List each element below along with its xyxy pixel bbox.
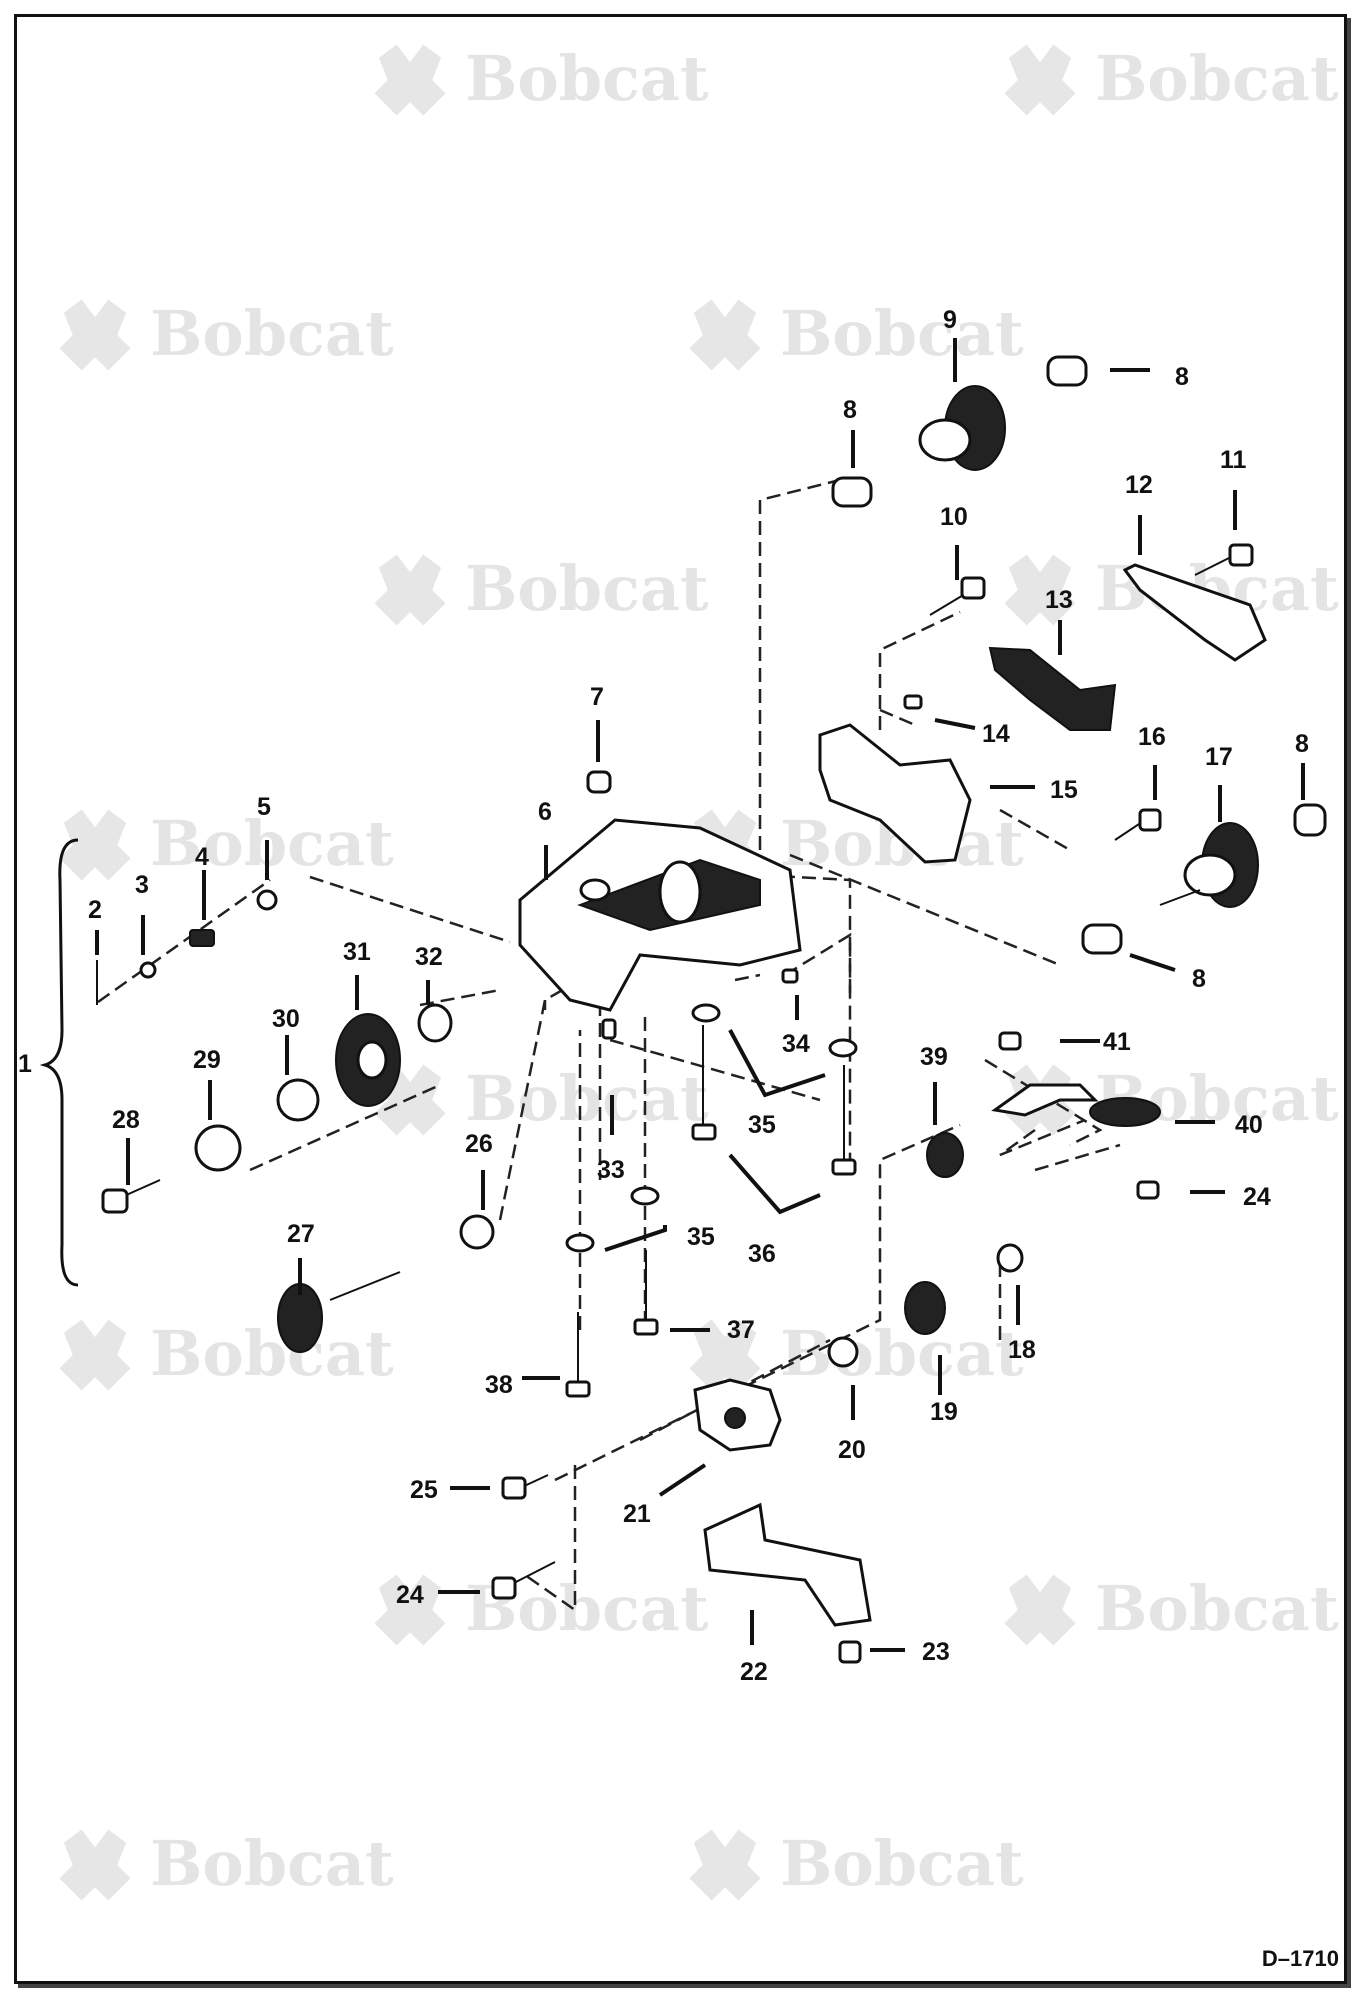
watermark-text: Bobcat (465, 42, 709, 115)
callout-7: 7 (590, 683, 604, 711)
callout-25: 25 (410, 1476, 438, 1504)
callout-20: 20 (838, 1436, 866, 1464)
callout-23: 23 (922, 1638, 950, 1666)
bolt-28 (101, 1179, 161, 1214)
watermark-text: Bobcat (150, 807, 394, 880)
callout-37: 37 (727, 1316, 755, 1344)
assembly-bracket (39, 838, 79, 1287)
callout-12: 12 (1125, 471, 1153, 499)
callout-10: 10 (940, 503, 968, 531)
callout-26: 26 (465, 1130, 493, 1158)
watermark-text: Bobcat (150, 1317, 394, 1390)
callout-39: 39 (920, 1043, 948, 1071)
callout-32: 32 (415, 943, 443, 971)
callout-31: 31 (343, 938, 371, 966)
callout-13: 13 (1045, 586, 1073, 614)
watermark-text: Bobcat (150, 1827, 394, 1900)
watermark-text: Bobcat (150, 297, 394, 370)
callout-30: 30 (272, 1005, 300, 1033)
assembly-lines (97, 478, 1121, 1613)
bracket-12 (1122, 563, 1267, 662)
drawing-frame (14, 14, 1347, 1984)
callout-17: 17 (1205, 743, 1233, 771)
bolt-16 (1114, 808, 1162, 841)
watermark-text: Bobcat (1095, 42, 1339, 115)
callout-2: 2 (88, 896, 102, 924)
callout-8d: 8 (1192, 965, 1206, 993)
callout-27: 27 (287, 1220, 315, 1248)
part-drawings (39, 355, 1327, 1664)
callout-6: 6 (538, 798, 552, 826)
watermark-text: Bobcat (1095, 1572, 1339, 1645)
callout-8a: 8 (1175, 363, 1189, 391)
figure-id: D–1710 (1261, 1946, 1339, 1971)
bobcat-logo-icon (1004, 1574, 1076, 1646)
callout-21: 21 (623, 1500, 651, 1528)
callout-40: 40 (1235, 1111, 1263, 1139)
callout-22: 22 (740, 1658, 768, 1686)
bobcat-logo-icon (59, 1319, 131, 1391)
callout-35b: 35 (687, 1223, 715, 1251)
bolt-11 (1194, 543, 1254, 576)
bobcat-logo-icon (59, 809, 131, 881)
callout-41: 41 (1103, 1028, 1131, 1056)
bobcat-logo-icon (59, 299, 131, 371)
callout-5: 5 (257, 793, 271, 821)
bobcat-logo-icon (689, 299, 761, 371)
bobcat-logo-icon (374, 554, 446, 626)
callout-29: 29 (193, 1046, 221, 1074)
bobcat-logo-icon (1004, 44, 1076, 116)
callout-8c: 8 (1295, 730, 1309, 758)
callout-8b: 8 (843, 396, 857, 424)
watermark-text: Bobcat (465, 552, 709, 625)
callout-16: 16 (1138, 723, 1166, 751)
callout-9: 9 (943, 306, 957, 334)
pickup-tube-40 (991, 1083, 1161, 1127)
callout-3: 3 (135, 871, 149, 899)
callout-36: 36 (748, 1240, 776, 1268)
callout-35a: 35 (748, 1111, 776, 1139)
callout-33: 33 (597, 1156, 625, 1184)
bobcat-logo-icon (689, 1829, 761, 1901)
callout-28: 28 (112, 1106, 140, 1134)
gasket-13 (988, 646, 1117, 731)
watermark-text: Bobcat (465, 1062, 709, 1135)
callout-24a: 24 (1243, 1183, 1271, 1211)
leader-lines (95, 338, 1305, 1652)
gear-19 (904, 1281, 946, 1335)
cover-plate-15 (818, 723, 972, 864)
watermark-text: Bobcat (780, 1827, 1024, 1900)
callout-4: 4 (195, 843, 209, 871)
callout-14: 14 (982, 720, 1010, 748)
callout-labels: 8 9 8 10 11 12 13 14 15 16 17 8 8 7 6 5 … (18, 306, 1309, 1686)
callout-11: 11 (1220, 446, 1247, 474)
callout-1: 1 (18, 1050, 32, 1078)
bolt-10 (929, 576, 986, 616)
bobcat-logo-icon (59, 1829, 131, 1901)
shield-22 (703, 1502, 872, 1627)
callout-15: 15 (1050, 776, 1078, 804)
bobcat-logo-icon (374, 44, 446, 116)
callout-34: 34 (782, 1030, 810, 1058)
callout-18: 18 (1008, 1336, 1036, 1364)
callout-19: 19 (930, 1398, 958, 1426)
callout-38: 38 (485, 1371, 513, 1399)
callout-24b: 24 (396, 1581, 424, 1609)
watermark-text: Bobcat (780, 1317, 1024, 1390)
watermark-text: Bobcat (780, 297, 1024, 370)
